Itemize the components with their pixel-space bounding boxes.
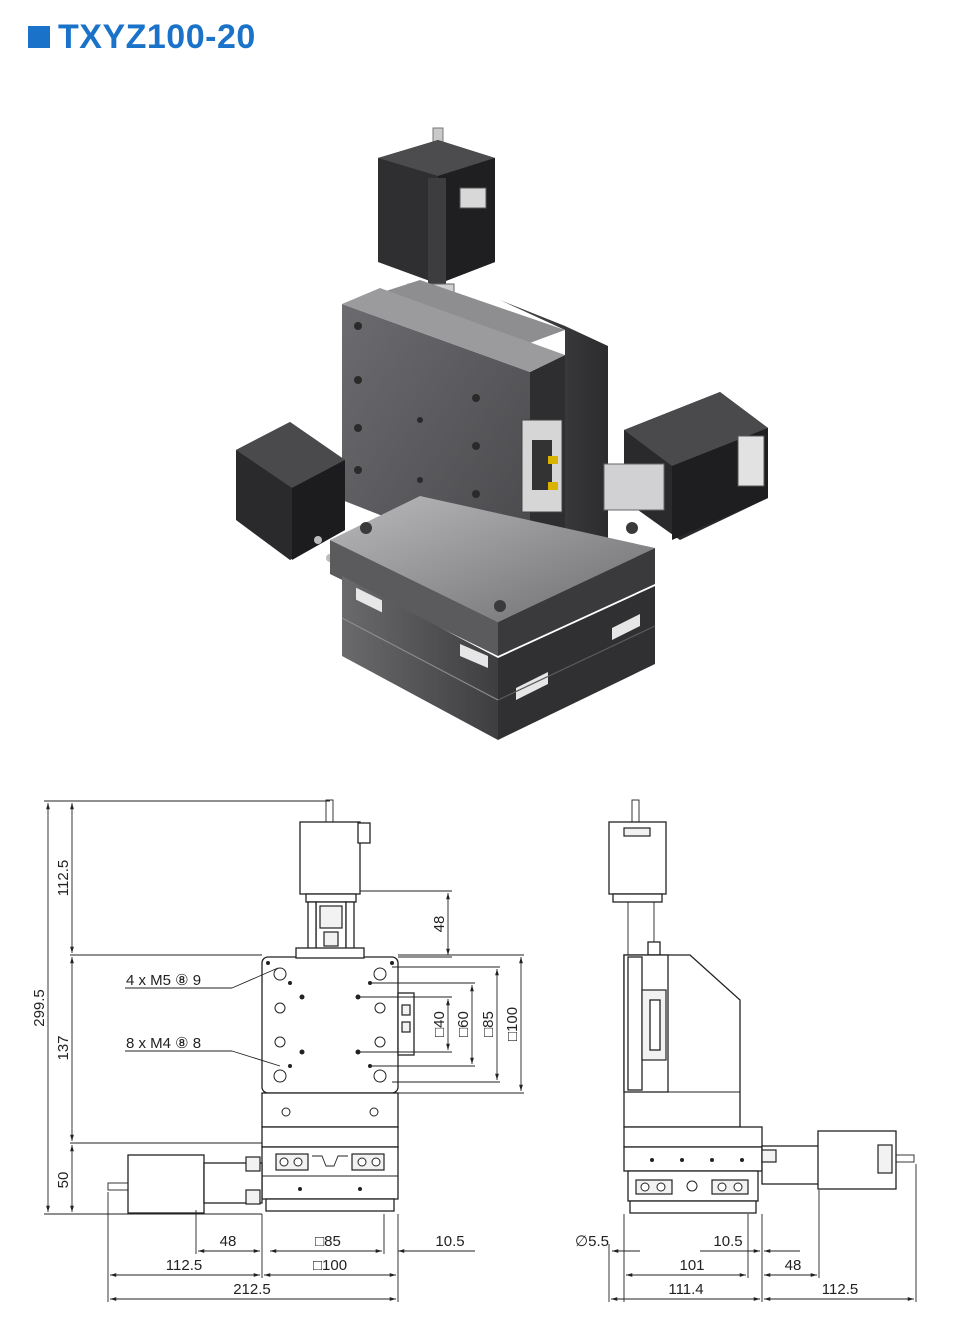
side-dim-10-5: 10.5	[713, 1233, 742, 1250]
z-plate-3d	[342, 288, 565, 574]
dim-bottom-10-5: 10.5	[435, 1233, 464, 1250]
front-view-drawing: 112.5 299.5 137 50 48 4 x M5 ⑧ 9 8 x M4 …	[31, 799, 524, 1302]
hole-spec-m5: 4 x M5 ⑧ 9	[126, 972, 201, 989]
xy-base-3d	[330, 496, 656, 740]
title-square-icon	[28, 26, 50, 48]
side-dim-dia: ∅5.5	[575, 1233, 609, 1250]
dim-motor-offset: 48	[431, 916, 448, 933]
dim-sq85: □85	[480, 1011, 497, 1037]
side-view-drawing: ∅5.5 10.5 101 48 111.4 112.5	[575, 799, 917, 1302]
dim-sq100: □100	[504, 1007, 521, 1041]
dim-top-motor: 112.5	[55, 860, 72, 896]
dim-bottom-48: 48	[220, 1233, 237, 1250]
product-render	[236, 127, 768, 740]
product-title: TXYZ100-20	[28, 20, 256, 54]
hole-spec-m4: 8 x M4 ⑧ 8	[126, 1035, 201, 1052]
side-dim-112-5: 112.5	[822, 1281, 858, 1298]
side-dim-101: 101	[679, 1257, 704, 1274]
dim-base-height: 50	[55, 1172, 72, 1189]
dim-sq40: □40	[431, 1011, 448, 1037]
dim-sq60: □60	[455, 1011, 472, 1037]
side-dim-48: 48	[785, 1257, 802, 1274]
left-motor-3d	[236, 422, 345, 562]
dim-mid-height: 137	[55, 1035, 72, 1060]
dim-overall-height: 299.5	[31, 989, 48, 1027]
title-text: TXYZ100-20	[58, 18, 256, 56]
right-motor-3d	[603, 392, 768, 540]
dim-bottom-sq85: □85	[315, 1233, 341, 1250]
dim-bottom-sq100: □100	[313, 1257, 347, 1274]
dim-bottom-112-5: 112.5	[166, 1257, 202, 1274]
dim-bottom-212-5: 212.5	[233, 1281, 271, 1298]
side-dim-111-4: 111.4	[668, 1281, 703, 1298]
